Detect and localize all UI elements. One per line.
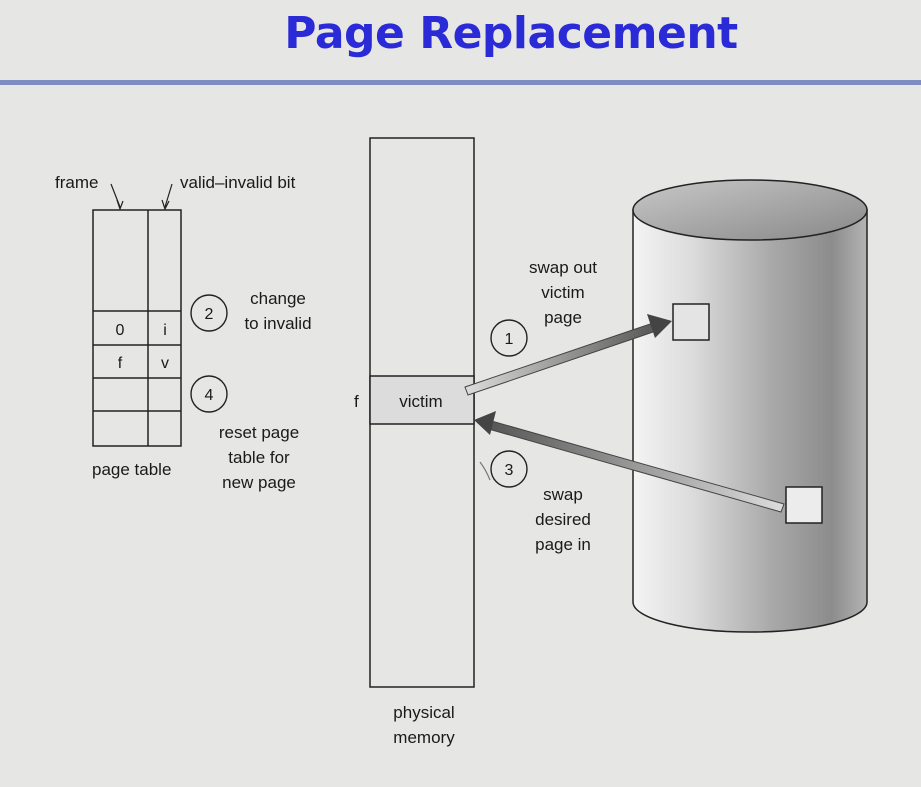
swap-in-arrow	[474, 411, 785, 513]
page-table-box	[92, 209, 182, 447]
swap-out-arrow	[464, 314, 672, 396]
step-2-text-line2: to invalid	[244, 314, 311, 333]
step-3-text-line2: desired	[535, 510, 591, 529]
step-4-circle	[190, 375, 228, 413]
step-2-circle	[190, 294, 228, 332]
step-2-number: 2	[205, 306, 214, 323]
step-1-number: 1	[505, 331, 514, 348]
valid-invalid-bit-label: valid–invalid bit	[180, 173, 296, 192]
table-cell-bit: i	[163, 322, 167, 339]
page-title: Page Replacement	[284, 8, 738, 59]
step-1-text-line1: swap out	[529, 258, 597, 277]
victim-page-on-disk	[672, 303, 710, 341]
step-3-text-line3: page in	[535, 535, 591, 554]
disk-body	[632, 209, 868, 633]
victim-frame	[369, 375, 475, 425]
step-1: 1 swap out victim page	[490, 258, 597, 357]
step-4-text-line2: table for	[228, 448, 290, 467]
table-cell-frame: f	[118, 355, 123, 372]
physical-memory-caption-line2: memory	[393, 728, 455, 747]
step-1-circle	[490, 319, 528, 357]
title-divider	[0, 80, 921, 85]
table-cell-bit: v	[161, 355, 169, 372]
victim-label: victim	[399, 392, 442, 411]
page-table-caption: page table	[92, 460, 171, 479]
page-table: frame valid–invalid bit 0 i f v page tab…	[55, 173, 296, 479]
frame-column-label: frame	[55, 173, 98, 192]
physical-memory-caption-line1: physical	[393, 703, 454, 722]
step-3-number: 3	[505, 462, 514, 479]
step-3-circle	[490, 450, 528, 488]
step-4: 4 reset page table for new page	[190, 375, 299, 492]
step-3-text-line1: swap	[543, 485, 583, 504]
step-4-text-line3: new page	[222, 473, 296, 492]
step-4-text-line1: reset page	[219, 423, 299, 442]
frame-marker-f: f	[354, 392, 359, 411]
desired-page-on-disk	[785, 486, 823, 524]
disk-top	[632, 179, 868, 241]
step-2: 2 change to invalid	[190, 289, 312, 333]
step-1-text-line3: page	[544, 308, 582, 327]
physical-memory: victim f physical memory	[354, 137, 475, 747]
table-cell-frame: 0	[116, 322, 125, 339]
step-3: 3 swap desired page in	[479, 450, 591, 554]
step-2-text-line1: change	[250, 289, 306, 308]
step-4-number: 4	[205, 387, 214, 404]
step-1-text-line2: victim	[541, 283, 584, 302]
backing-store-disk	[632, 179, 868, 633]
